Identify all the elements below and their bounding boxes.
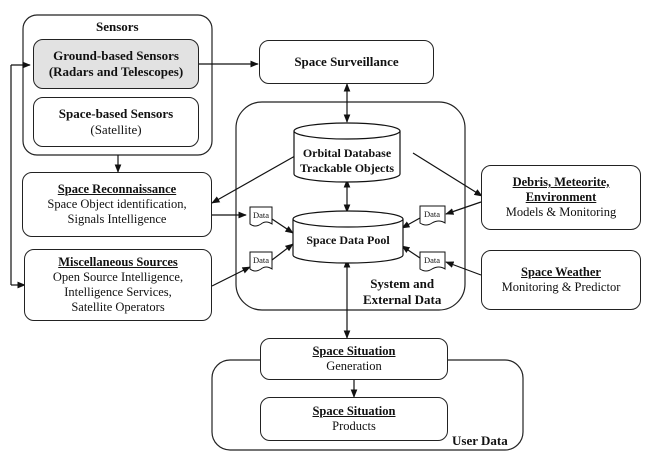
debris-line3: Models & Monitoring [505, 205, 617, 219]
situation-products-line1: Products [332, 419, 376, 433]
ground-sensors-line2: (Radars and Telescopes) [48, 64, 184, 79]
arrow-misc-to-tag [211, 266, 251, 287]
debris-line1: Debris, Meteorite, [512, 175, 610, 189]
space-data-pool-label[interactable]: Space Data Pool [293, 233, 403, 248]
data-tag-weather-shape [419, 251, 446, 272]
orbital-db-line1: Orbital Database [302, 146, 392, 160]
arrow-weather-tag-to-pool [401, 245, 421, 259]
arrow-debris-to-tag [445, 201, 482, 215]
system-group-outline [235, 101, 466, 311]
misc-line3: Satellite Operators [71, 300, 165, 314]
data-tag-misc: Data [252, 255, 270, 265]
situation-products-title: Space Situation [312, 404, 396, 418]
space-situation-generation-box[interactable]: Space Situation Generation [260, 338, 448, 380]
user-data-label: User Data [452, 433, 508, 448]
data-tag-debris-shape [419, 205, 446, 226]
ground-sensors-line1: Ground-based Sensors [53, 48, 179, 64]
data-pool-text: Space Data Pool [306, 233, 390, 247]
space-sensors-line1: Space-based Sensors [58, 106, 174, 122]
orbital-database-label[interactable]: Orbital Database Trackable Objects [294, 146, 400, 176]
sensors-group-label: Sensors [96, 19, 139, 34]
space-based-sensors-box[interactable]: Space-based Sensors (Satellite) [33, 97, 199, 147]
data-tag-recon-shape [249, 206, 273, 227]
sensor-feedback-connector [10, 61, 31, 289]
space-situation-products-box[interactable]: Space Situation Products [260, 397, 448, 441]
arrow-misc-tag-to-pool [271, 243, 294, 261]
arrow-debris-tag-to-pool [401, 217, 421, 229]
weather-line1: Monitoring & Predictor [501, 280, 621, 294]
reconnaissance-line1: Space Object identification, [47, 197, 187, 211]
data-tag-misc-shape [249, 251, 273, 272]
arrow-orbital-to-recon [211, 155, 296, 204]
space-sensors-line2: (Satellite) [90, 122, 142, 137]
situation-generation-title: Space Situation [312, 344, 396, 358]
system-group-line1: System and [370, 276, 435, 291]
reconnaissance-title: Space Reconnaissance [57, 182, 177, 196]
reconnaissance-line2: Signals Intelligence [67, 212, 167, 226]
system-group-label: System and External Data [363, 276, 441, 307]
miscellaneous-sources-box[interactable]: Miscellaneous Sources Open Source Intell… [24, 249, 212, 321]
situation-generation-line1: Generation [326, 359, 382, 373]
arrow-orbital-to-debris [412, 152, 483, 197]
misc-line2: Intelligence Services, [64, 285, 172, 299]
data-tag-weather: Data [423, 255, 441, 265]
debris-environment-box[interactable]: Debris, Meteorite, Environment Models & … [481, 165, 641, 230]
misc-title: Miscellaneous Sources [58, 255, 178, 269]
weather-title: Space Weather [521, 265, 601, 279]
space-reconnaissance-box[interactable]: Space Reconnaissance Space Object identi… [22, 172, 212, 237]
arrow-weather-to-tag [445, 261, 482, 276]
space-weather-box[interactable]: Space Weather Monitoring & Predictor [481, 250, 641, 310]
misc-line1: Open Source Intelligence, [52, 270, 184, 284]
space-data-pool-cylinder [292, 210, 404, 264]
orbital-db-line2: Trackable Objects [299, 161, 395, 175]
space-surveillance-box[interactable]: Space Surveillance [259, 40, 434, 84]
space-surveillance-label: Space Surveillance [294, 54, 399, 70]
data-tag-recon: Data [252, 210, 270, 220]
arrow-recon-tag-to-pool [271, 218, 294, 234]
orbital-database-cylinder [293, 122, 401, 183]
debris-line2: Environment [525, 190, 597, 204]
data-tag-debris: Data [423, 209, 441, 219]
ground-based-sensors-box[interactable]: Ground-based Sensors (Radars and Telesco… [33, 39, 199, 89]
system-group-line2: External Data [363, 291, 442, 307]
